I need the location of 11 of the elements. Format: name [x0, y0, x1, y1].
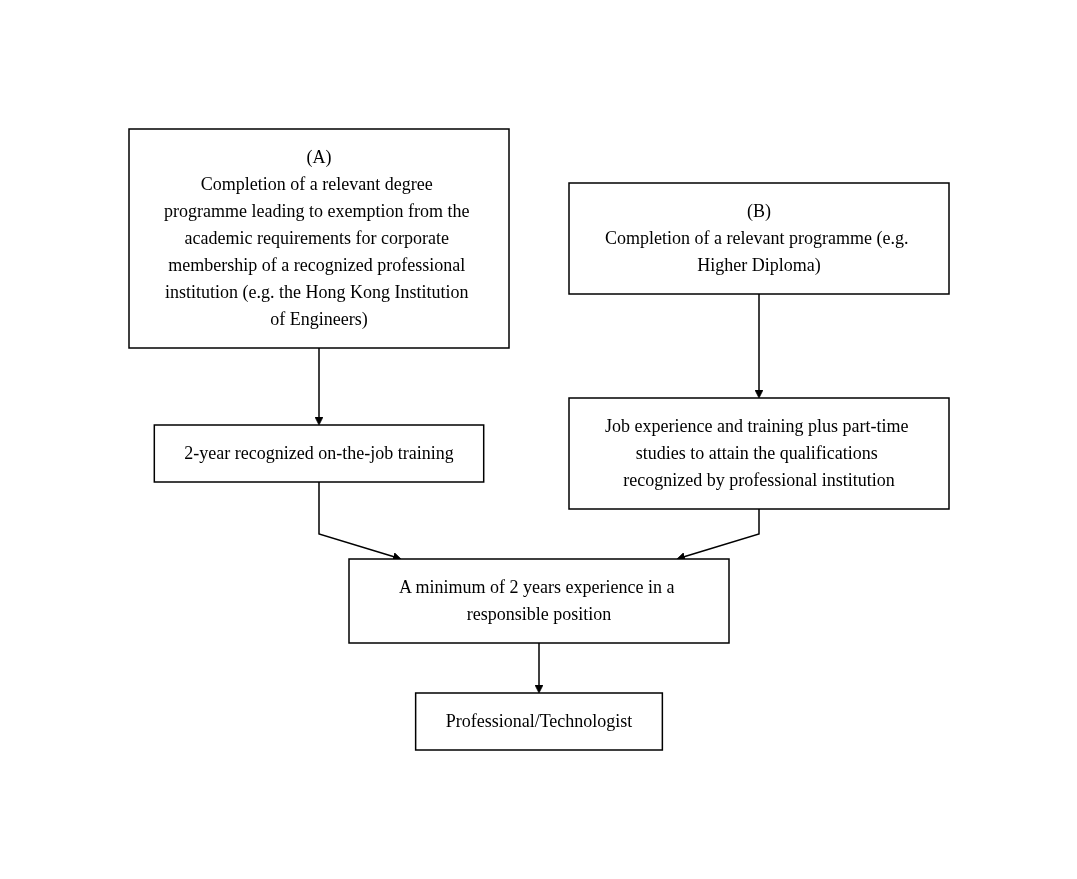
node-box: Professional/Technologist [414, 692, 663, 751]
node-box: (B) Completion of a relevant programme (e.g. Higher Diploma) [567, 182, 950, 295]
arrow [754, 293, 763, 399]
node-box: 2-year recognized on-the-job training [153, 424, 484, 483]
node-box: A minimum of 2 years experience in a responsible position [347, 558, 730, 644]
arrow [317, 481, 401, 561]
node-box: (A) Completion of a relevant degree programme leading to exemption from the academic requirements for corporate membership of a recognized professional institution (e.g. the Hong Kong Institution of Engineers) [127, 128, 510, 349]
arrow [676, 508, 760, 561]
arrow [314, 347, 323, 426]
node-box: Job experience and training plus part-time studies to attain the qualifications recognized by professional institution [567, 397, 950, 510]
arrow [534, 642, 543, 694]
